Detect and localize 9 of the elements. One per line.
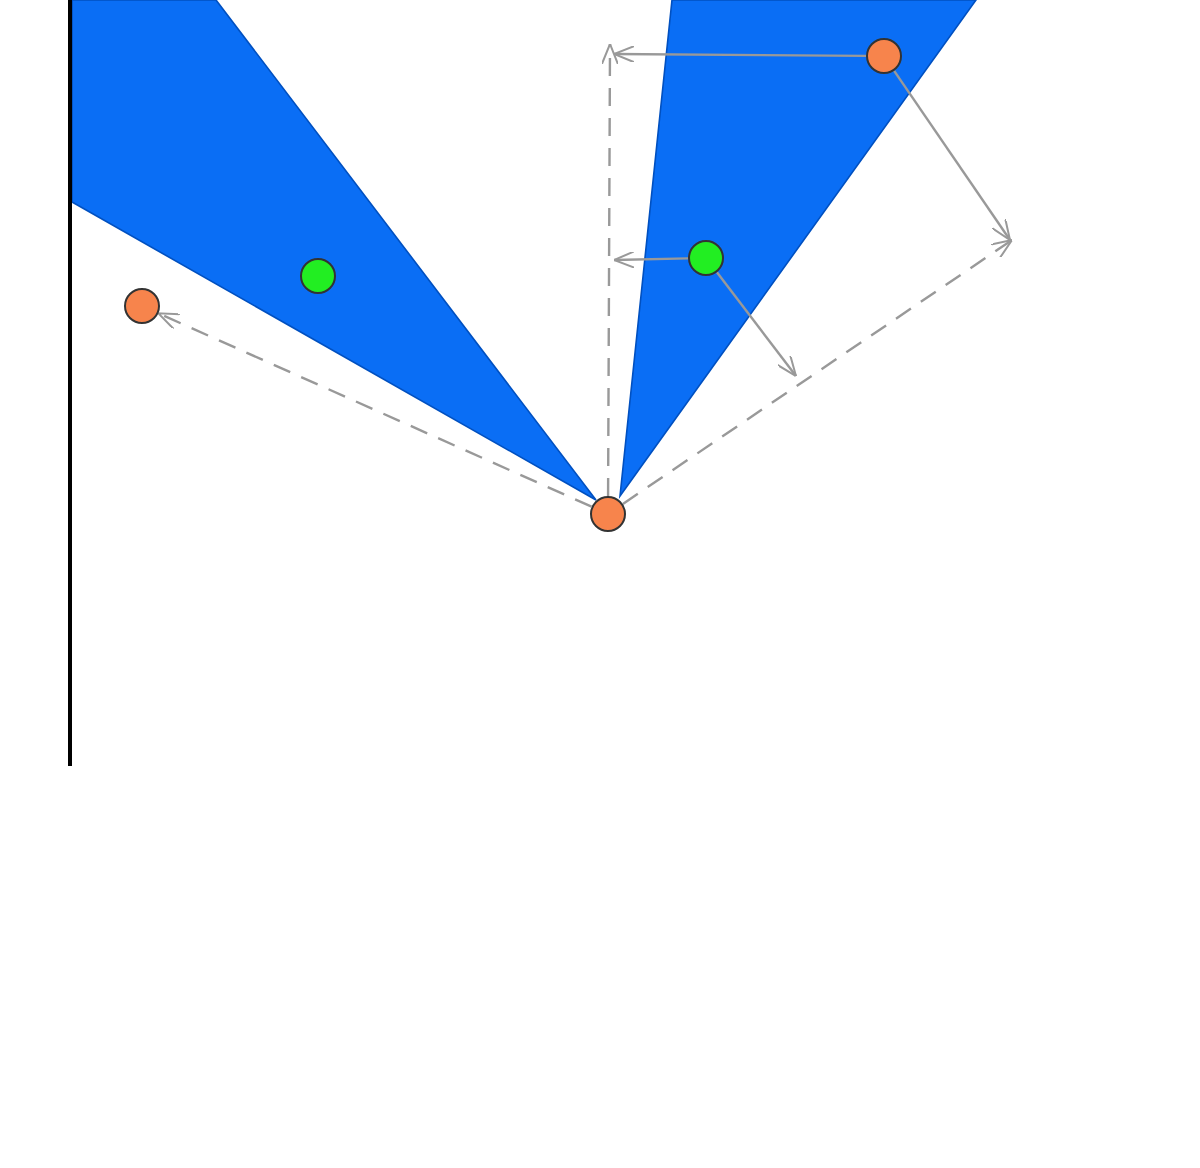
arrow bbox=[613, 45, 866, 64]
dashed-arrow bbox=[157, 312, 593, 508]
arrow bbox=[715, 271, 797, 377]
point-marker bbox=[590, 496, 626, 532]
arrow bbox=[893, 70, 1011, 241]
dashed-arrow bbox=[622, 239, 1013, 505]
point-marker bbox=[124, 288, 160, 324]
arrow bbox=[613, 250, 689, 269]
dashed-arrow bbox=[600, 43, 619, 496]
